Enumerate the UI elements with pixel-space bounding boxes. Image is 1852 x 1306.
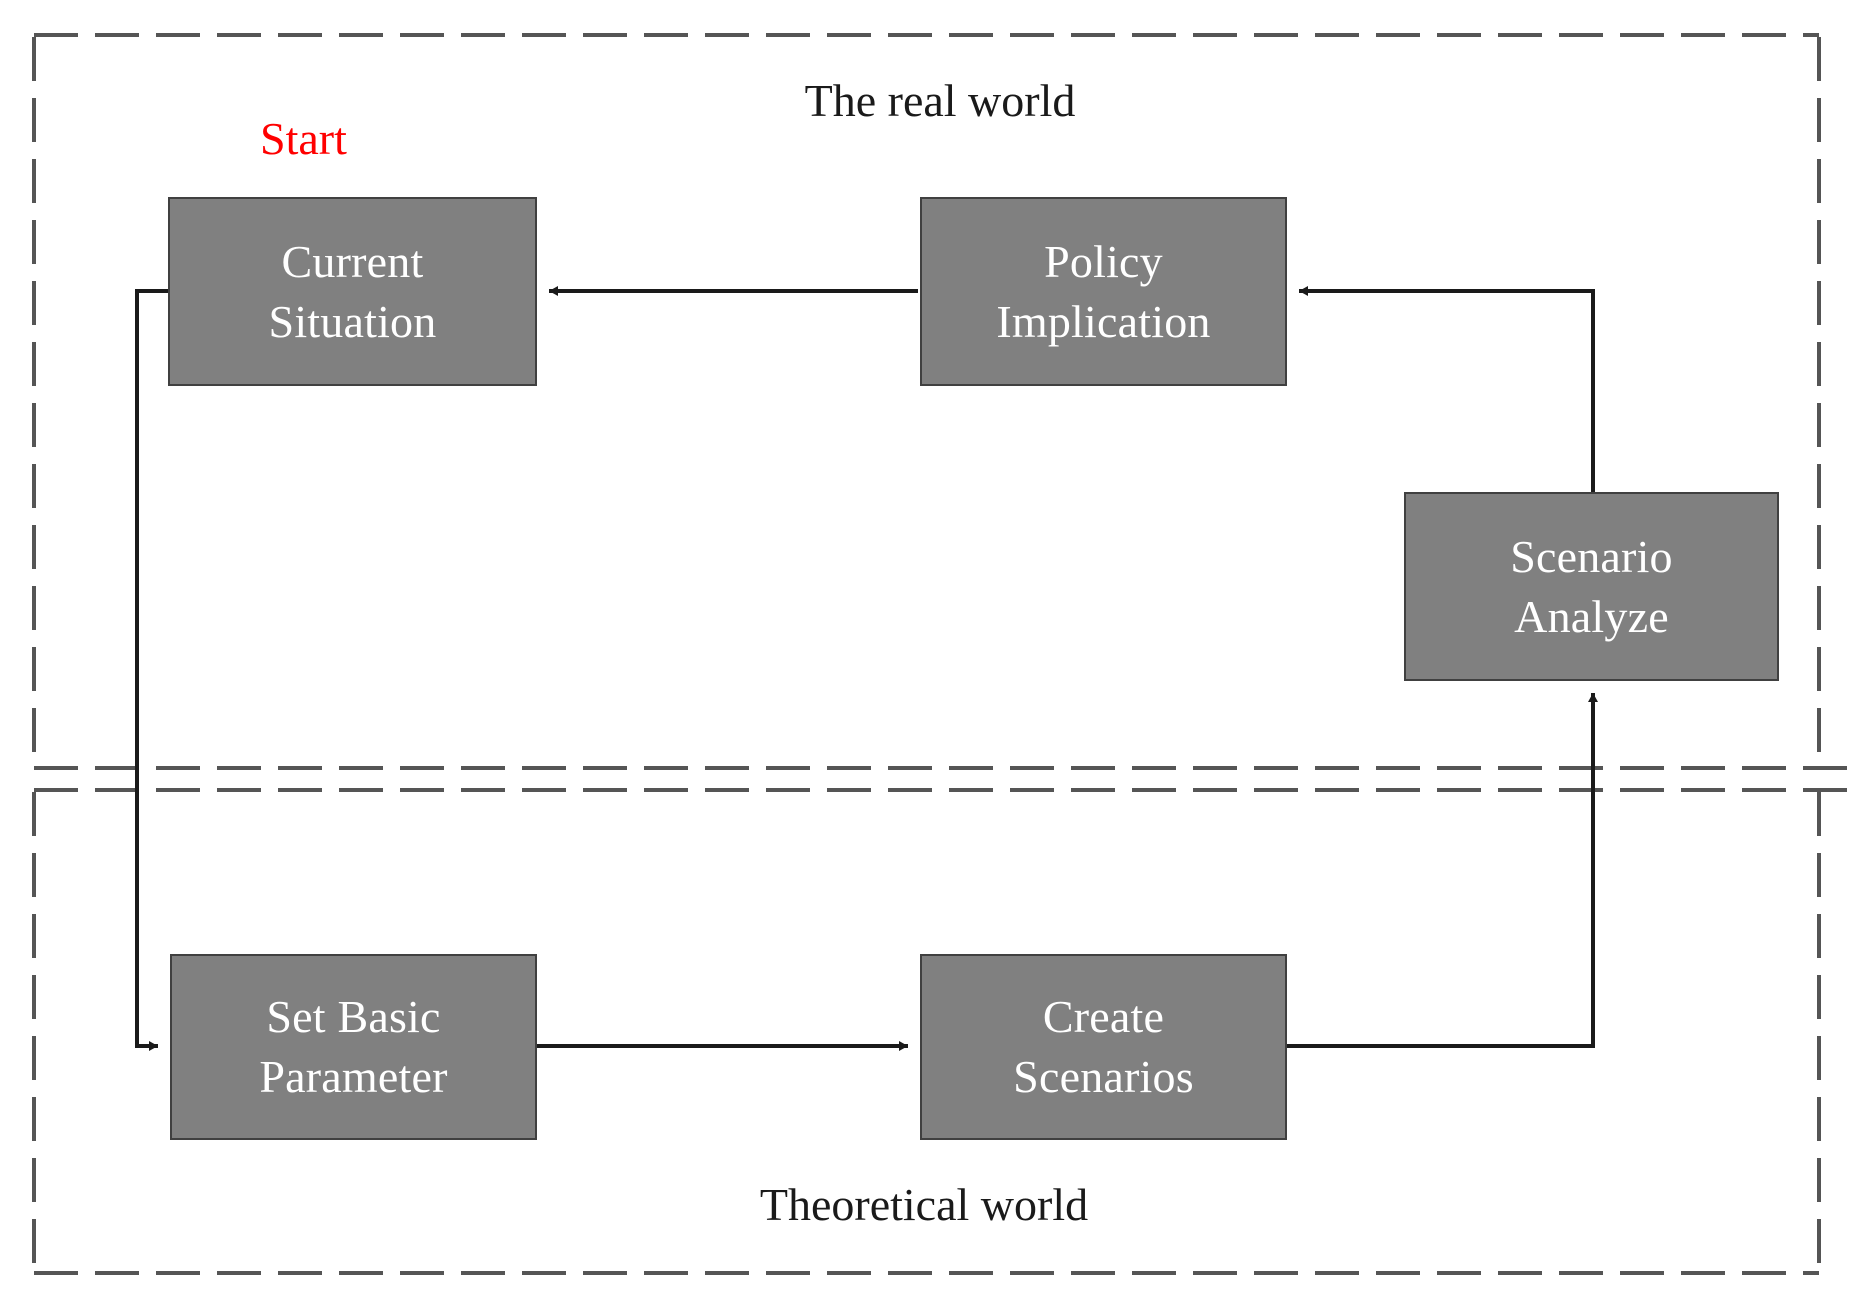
node-create-scenarios[interactable]: Create Scenarios bbox=[920, 954, 1287, 1140]
node-policy-implication-line2: Implication bbox=[996, 295, 1211, 347]
node-current-situation-line2: Situation bbox=[268, 295, 437, 347]
node-create-scenarios-line2: Scenarios bbox=[1013, 1051, 1194, 1102]
node-set-basic-parameter[interactable]: Set Basic Parameter bbox=[170, 954, 537, 1140]
node-current-situation-line1: Current bbox=[281, 235, 424, 287]
node-scenario-analyze[interactable]: Scenario Analyze bbox=[1404, 492, 1779, 681]
node-scenario-analyze-line2: Analyze bbox=[1514, 590, 1669, 642]
node-policy-implication[interactable]: Policy Implication bbox=[920, 197, 1287, 386]
node-create-scenarios-line1: Create bbox=[1042, 991, 1165, 1043]
edge-create-to-scenario bbox=[1287, 693, 1598, 1048]
node-set-basic-parameter-line2: Parameter bbox=[259, 1051, 448, 1102]
node-policy-implication-line1: Policy bbox=[1044, 235, 1163, 287]
start-label: Start bbox=[260, 113, 347, 164]
node-current-situation[interactable]: Current Situation bbox=[168, 197, 537, 386]
node-scenario-analyze-line1: Scenario bbox=[1510, 530, 1673, 582]
edge-scenario-to-policy bbox=[1299, 286, 1595, 492]
zone-label-real-world: The real world bbox=[804, 75, 1076, 126]
zone-label-theoretical-world: Theoretical world bbox=[759, 1179, 1089, 1230]
edge-current-to-setbasic bbox=[135, 289, 168, 1051]
node-set-basic-parameter-line1: Set Basic bbox=[266, 991, 441, 1043]
